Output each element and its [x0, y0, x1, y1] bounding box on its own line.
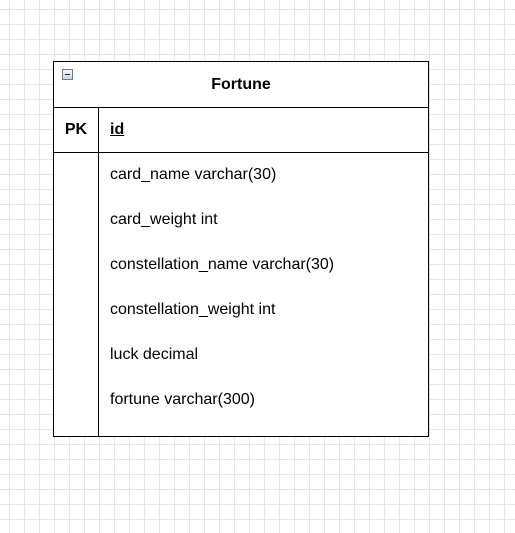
entity-table-fortune[interactable]: Fortune PK id card_name varchar(30) card…	[53, 61, 429, 437]
field-card-weight[interactable]: card_weight int	[110, 211, 218, 228]
field-constellation-name[interactable]: constellation_name varchar(30)	[110, 256, 335, 273]
pk-label: PK	[64, 121, 88, 138]
column-divider	[98, 107, 99, 436]
field-card-name[interactable]: card_name varchar(30)	[110, 166, 277, 183]
collapse-icon[interactable]	[62, 69, 73, 80]
entity-title: Fortune	[54, 62, 428, 108]
field-fortune[interactable]: fortune varchar(300)	[110, 391, 255, 408]
primary-key-row[interactable]: PK id	[54, 108, 428, 153]
pk-field-name: id	[110, 121, 125, 138]
field-luck[interactable]: luck decimal	[110, 346, 199, 363]
field-constellation-weight[interactable]: constellation_weight int	[110, 301, 276, 318]
